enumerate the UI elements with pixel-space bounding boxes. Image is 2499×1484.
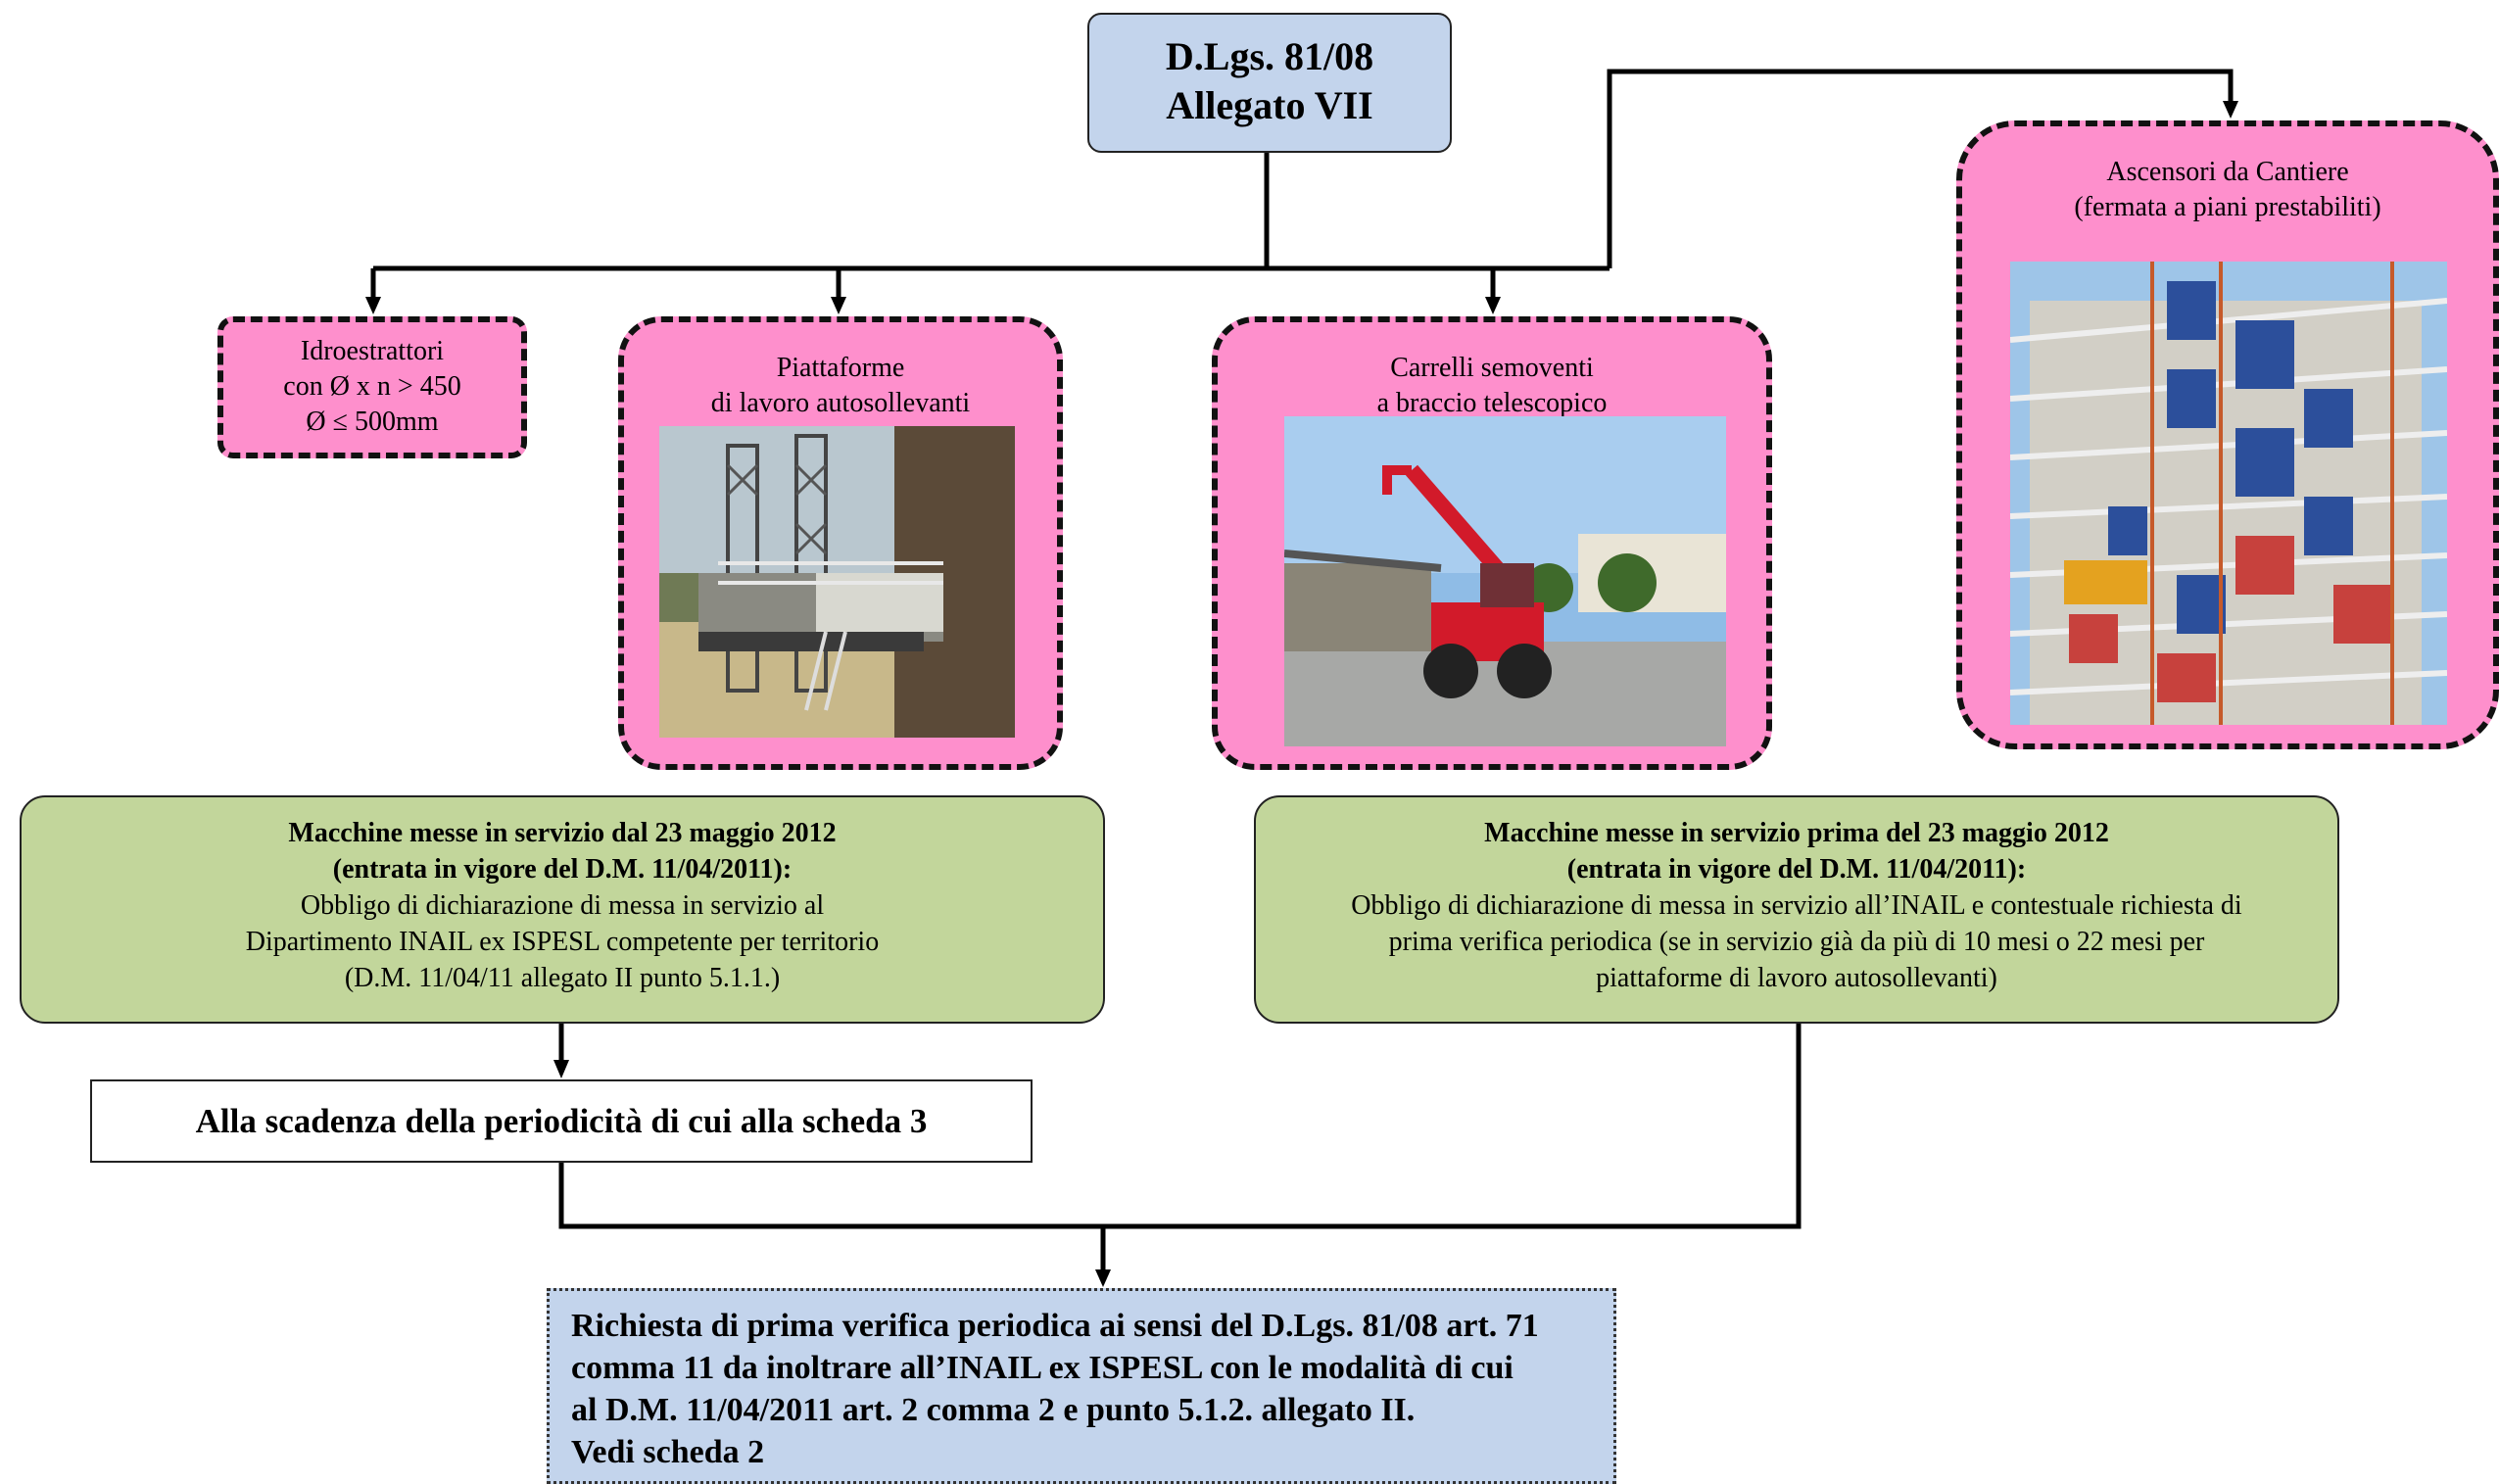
arrowhead-final bbox=[1095, 1269, 1111, 1287]
photo-piattaforme bbox=[659, 426, 1015, 738]
category-label-line: Piattaforme bbox=[776, 353, 905, 383]
box-after-2012: Macchine messe in servizio dal 23 maggio… bbox=[20, 795, 1105, 1024]
photo-carrelli bbox=[1284, 416, 1726, 746]
scadenza-box: Alla scadenza della periodicità di cui a… bbox=[90, 1079, 1033, 1163]
after-body-line: Dipartimento INAIL ex ISPESL competente … bbox=[245, 927, 880, 957]
category-idroestrattori: Idroestrattori con Ø x n > 450 Ø ≤ 500mm bbox=[217, 316, 527, 458]
category-label-line: Carrelli semoventi bbox=[1390, 353, 1594, 383]
final-line: Vedi scheda 2 bbox=[571, 1434, 765, 1470]
photo-ascensori bbox=[2010, 262, 2447, 725]
category-label-line: a braccio telescopico bbox=[1376, 388, 1608, 418]
before-heading: Macchine messe in servizio prima del 23 … bbox=[1484, 818, 2109, 848]
arrowhead-scadenza bbox=[553, 1060, 569, 1078]
after-body-line: Obbligo di dichiarazione di messa in ser… bbox=[300, 890, 825, 921]
arrowhead-carrelli bbox=[1485, 297, 1501, 314]
root-box: D.Lgs. 81/08 Allegato VII bbox=[1087, 13, 1452, 153]
after-heading-sub: (entrata in vigore del D.M. 11/04/2011): bbox=[332, 854, 793, 885]
root-title: D.Lgs. 81/08 bbox=[1165, 34, 1374, 78]
final-line: Richiesta di prima verifica periodica ai… bbox=[571, 1308, 1539, 1344]
arrowhead-idroestrattori bbox=[365, 297, 381, 314]
scadenza-to-merge bbox=[558, 1024, 1802, 1229]
category-label-line: di lavoro autosollevanti bbox=[710, 388, 971, 418]
arrowhead-ascensori bbox=[2223, 101, 2238, 119]
before-heading-sub: (entrata in vigore del D.M. 11/04/2011): bbox=[1566, 854, 2027, 885]
root-subtitle: Allegato VII bbox=[1166, 83, 1373, 127]
arrowhead-piattaforme bbox=[831, 297, 846, 314]
final-box: Richiesta di prima verifica periodica ai… bbox=[547, 1288, 1616, 1484]
category-label-line: Ascensori da Cantiere bbox=[2106, 157, 2349, 187]
before-body-line: piattaforme di lavoro autosollevanti) bbox=[1596, 963, 1997, 993]
category-label-line: Ø ≤ 500mm bbox=[306, 407, 439, 437]
category-label-line: Idroestrattori bbox=[300, 336, 445, 366]
category-label-line: con Ø x n > 450 bbox=[283, 371, 461, 402]
before-body-line: prima verifica periodica (se in servizio… bbox=[1388, 927, 2205, 957]
after-body-line: (D.M. 11/04/11 allegato II punto 5.1.1.) bbox=[344, 963, 781, 993]
box-before-2012: Macchine messe in servizio prima del 23 … bbox=[1254, 795, 2339, 1024]
final-line: comma 11 da inoltrare all’INAIL ex ISPES… bbox=[571, 1350, 1514, 1386]
final-line: al D.M. 11/04/2011 art. 2 comma 2 e punt… bbox=[571, 1392, 1416, 1428]
category-label-line: (fermata a piani prestabiliti) bbox=[2074, 192, 2381, 222]
after-heading: Macchine messe in servizio dal 23 maggio… bbox=[288, 818, 837, 848]
before-body-line: Obbligo di dichiarazione di messa in ser… bbox=[1351, 890, 2242, 921]
split-to-ascensori bbox=[1607, 69, 2234, 268]
